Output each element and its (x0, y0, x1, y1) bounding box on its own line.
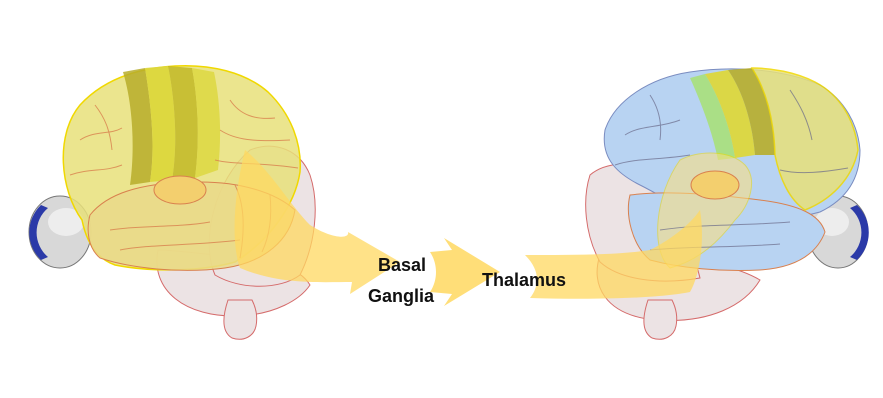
label-ganglia: Ganglia (368, 286, 435, 306)
label-thalamus: Thalamus (482, 270, 566, 290)
left-insula (154, 176, 206, 204)
cortex-to-basal-ganglia-arrow (235, 150, 400, 294)
right-insula (691, 171, 739, 199)
right-brainstem (644, 300, 677, 339)
label-basal: Basal (378, 255, 426, 275)
right-brain (586, 68, 869, 339)
left-brainstem (224, 300, 257, 339)
